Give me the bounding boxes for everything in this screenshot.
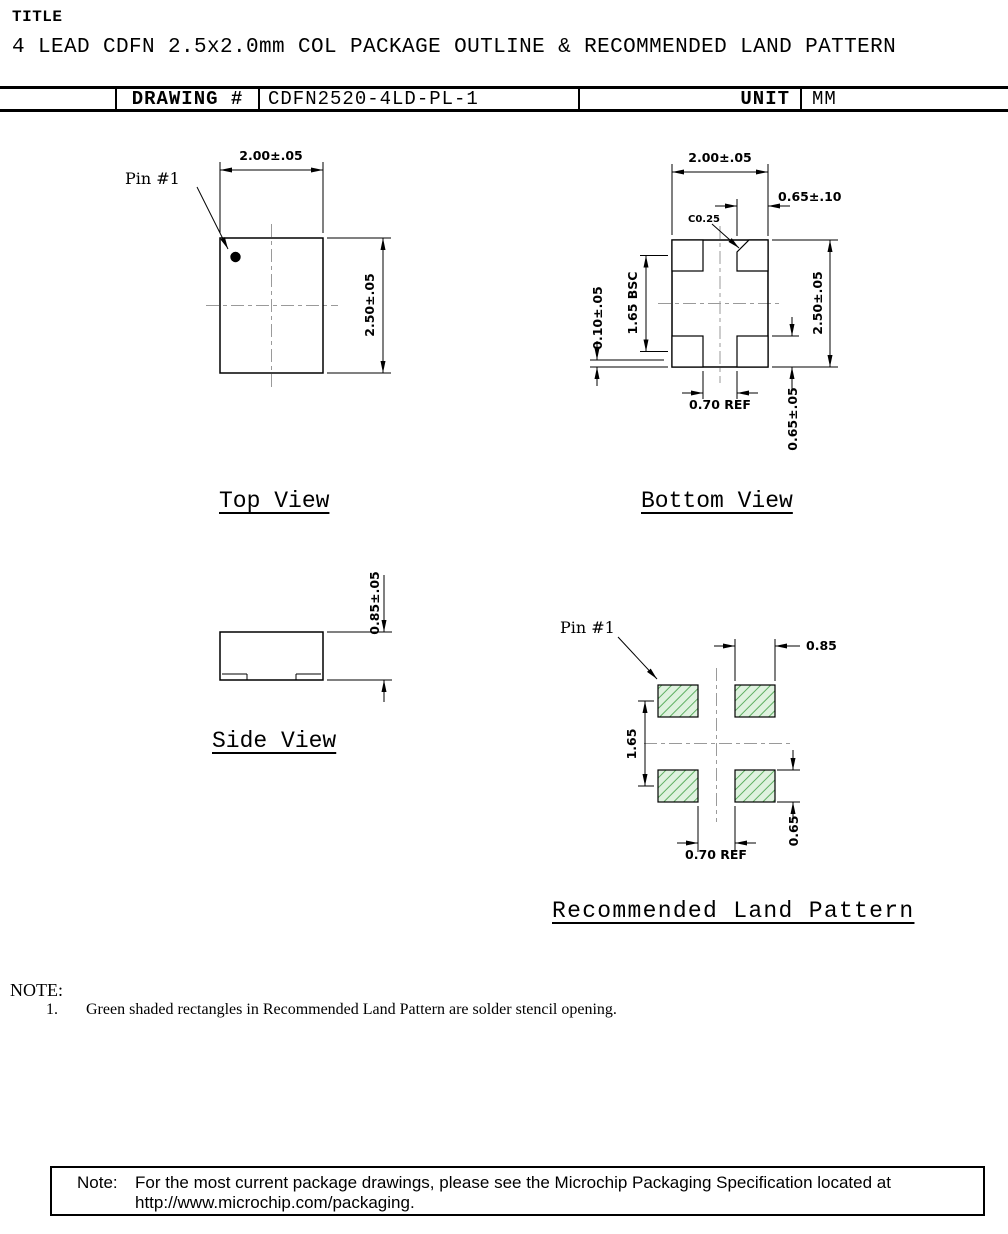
bottom-view-pad-bottom-right (736, 335, 769, 368)
drawing-number-value: CDFN2520-4LD-PL-1 (258, 89, 578, 109)
bottom-view-width-dim-text: 2.00±.05 (688, 150, 751, 165)
top-view: Pin #1 2.00±.05 2.50±.05 (125, 148, 391, 388)
top-view-package-outline (219, 237, 324, 374)
bottom-view-pad-bottom-left (671, 335, 704, 368)
header-table: DRAWING # CDFN2520-4LD-PL-1 UNIT MM (0, 86, 1008, 112)
bottom-view-gap-dimension: 0.70 REF (682, 371, 758, 412)
side-view-height-dim-text: 0.85±.05 (367, 571, 382, 634)
bottom-view-standoff-dimension: 0.10±.05 (590, 286, 668, 386)
land-pattern-pin1-label: Pin #1 (560, 618, 615, 637)
bottom-view: 2.00±.05 0.65±.10 C0.25 1.65 BSC (590, 150, 842, 451)
footer-note-line2: http://www.microchip.com/packaging. (135, 1192, 415, 1212)
bottom-view-height-dimension: 2.50±.05 (772, 239, 838, 368)
note-block: NOTE: 1. Green shaded rectangles in Recom… (10, 980, 617, 1018)
chamfer-leader-line (711, 223, 740, 249)
top-view-pin1-leader-line (196, 186, 229, 250)
footer-note-box: Note: For the most current package drawi… (50, 1166, 985, 1216)
top-view-width-dimension: 2.00±.05 (219, 148, 324, 233)
pin1-indicator-dot (230, 251, 241, 263)
land-pad-width-dimension: 0.85 (714, 638, 837, 681)
bottom-view-standoff-dim-text: 0.10±.05 (590, 286, 605, 349)
note-item: 1. Green shaded rectangles in Recommended… (46, 1001, 946, 1019)
top-view-title: Top View (219, 488, 330, 514)
land-pad-height-dimension: 0.65 (777, 750, 801, 846)
top-view-pin1-label: Pin #1 (125, 169, 180, 188)
bottom-view-pad-width-dimension: 0.65±.10 (715, 189, 842, 236)
bottom-view-pad-height-dimension: 0.65±.05 (772, 317, 800, 451)
land-pattern: Pin #1 0.85 1.65 0.70 REF (560, 618, 837, 862)
top-view-height-dim-text: 2.50±.05 (362, 273, 377, 336)
top-view-width-dim-text: 2.00±.05 (239, 148, 302, 163)
land-gap-dimension: 0.70 REF (677, 806, 756, 862)
unit-label: UNIT (578, 89, 800, 109)
chamfer-callout-text: C0.25 (688, 214, 720, 225)
bottom-view-height-dim-text: 2.50±.05 (810, 271, 825, 334)
bottom-view-gap-dim-text: 0.70 REF (689, 397, 751, 412)
land-pattern-pin1-leader-line (617, 636, 658, 680)
document-title: 4 LEAD CDFN 2.5x2.0mm COL PACKAGE OUTLIN… (12, 36, 897, 59)
bottom-view-pad-width-dim-text: 0.65±.10 (778, 189, 842, 204)
land-pitch-dim-text: 1.65 (624, 729, 639, 760)
bottom-view-pad-top-left (671, 239, 704, 272)
land-pad-top-right (734, 684, 776, 718)
bottom-view-pitch-dim-text: 1.65 BSC (625, 272, 640, 335)
side-view-title: Side View (212, 728, 337, 754)
footer-note-text: For the most current package drawings, p… (135, 1173, 891, 1212)
land-pattern-title: Recommended Land Pattern (552, 898, 915, 924)
land-pad-height-dim-text: 0.65 (786, 816, 801, 847)
bottom-view-title: Bottom View (641, 488, 793, 514)
footer-note-line1: For the most current package drawings, p… (135, 1173, 891, 1192)
bottom-view-pad-height-dim-text: 0.65±.05 (785, 387, 800, 450)
land-gap-dim-text: 0.70 REF (685, 847, 747, 862)
bottom-view-pitch-dimension: 1.65 BSC (625, 255, 668, 352)
land-pad-bottom-left (657, 769, 699, 803)
land-pad-top-left (657, 684, 699, 718)
package-outline-drawing: Pin #1 2.00±.05 2.50±.05 (125, 148, 842, 862)
top-view-height-dimension: 2.50±.05 (327, 237, 391, 374)
title-label: TITLE (12, 8, 63, 26)
unit-value: MM (800, 89, 1008, 109)
land-pad-bottom-right (734, 769, 776, 803)
bottom-view-package-outline (671, 239, 769, 368)
bottom-view-chamfer-callout: C0.25 (688, 214, 740, 249)
side-view: 0.85±.05 (219, 571, 392, 702)
note-heading: NOTE: (10, 980, 63, 1000)
bottom-view-pad-top-right-chamfered (736, 239, 769, 272)
side-view-body-outline (219, 631, 324, 681)
note-item-text: Green shaded rectangles in Recommended L… (86, 1001, 617, 1018)
note-item-number: 1. (46, 1001, 58, 1018)
side-view-height-dimension: 0.85±.05 (327, 571, 392, 702)
header-spacer-cell (0, 89, 115, 109)
land-pad-width-dim-text: 0.85 (806, 638, 837, 653)
drawing-number-label: DRAWING # (115, 89, 258, 109)
footer-note-label: Note: (77, 1173, 118, 1192)
land-pitch-dimension: 1.65 (624, 700, 654, 787)
